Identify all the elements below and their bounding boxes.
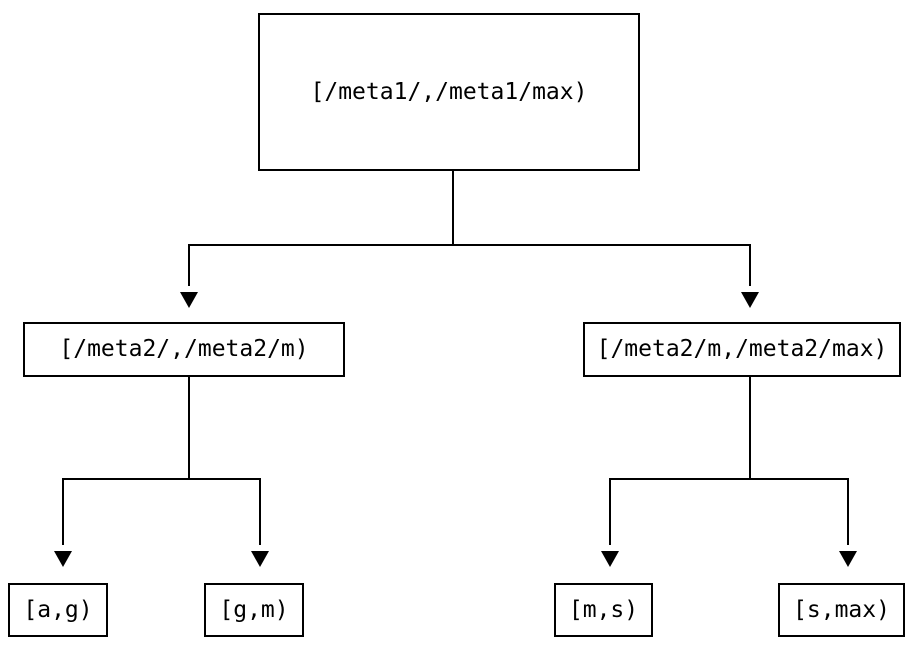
node-left-child: [/meta2/,/meta2/m) bbox=[23, 322, 345, 377]
arrowhead-left-child bbox=[180, 292, 198, 308]
node-leaf-gm-label: [g,m) bbox=[219, 596, 289, 623]
node-left-child-label: [/meta2/,/meta2/m) bbox=[59, 336, 309, 362]
arrowhead-leaf-smax bbox=[839, 551, 857, 567]
node-leaf-gm: [g,m) bbox=[204, 583, 304, 637]
node-leaf-ms: [m,s) bbox=[554, 583, 653, 637]
node-right-child: [/meta2/m,/meta2/max) bbox=[583, 322, 901, 377]
node-right-child-label: [/meta2/m,/meta2/max) bbox=[596, 336, 888, 362]
arrowhead-leaf-ms bbox=[601, 551, 619, 567]
node-root: [/meta1/,/meta1/max) bbox=[258, 13, 640, 171]
node-leaf-ms-label: [m,s) bbox=[568, 596, 639, 623]
node-leaf-smax-label: [s,max) bbox=[793, 596, 890, 623]
arrowhead-leaf-gm bbox=[251, 551, 269, 567]
node-leaf-ag-label: [a,g) bbox=[23, 596, 93, 623]
node-root-label: [/meta1/,/meta1/max) bbox=[310, 78, 588, 105]
arrowhead-right-child bbox=[741, 292, 759, 308]
node-leaf-smax: [s,max) bbox=[778, 583, 905, 637]
arrowhead-leaf-ag bbox=[54, 551, 72, 567]
node-leaf-ag: [a,g) bbox=[8, 583, 108, 637]
